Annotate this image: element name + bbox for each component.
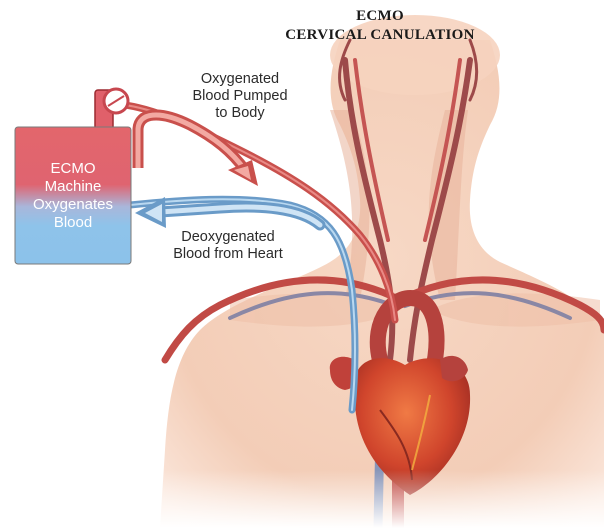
oxygenated-label-line-3: to Body xyxy=(160,105,320,122)
diagram-title-line-1: ECMO xyxy=(250,8,510,25)
diagram-title-line-2: CERVICAL CANULATION xyxy=(250,27,510,44)
machine-label-line-2: Machine xyxy=(15,178,131,196)
oxygenated-label-line-1: Oxygenated xyxy=(160,71,320,88)
bottom-fade xyxy=(150,470,604,528)
machine-label-line-3: Oxygenates xyxy=(15,196,131,214)
machine-label-line-1: ECMO xyxy=(15,160,131,178)
oxygenated-label-line-2: Blood Pumped xyxy=(160,88,320,105)
deoxygenated-label-line-2: Blood from Heart xyxy=(148,246,308,263)
deoxygenated-label-line-1: Deoxygenated xyxy=(148,229,308,246)
machine-label-line-4: Blood xyxy=(15,214,131,232)
pump-unit xyxy=(95,89,128,130)
